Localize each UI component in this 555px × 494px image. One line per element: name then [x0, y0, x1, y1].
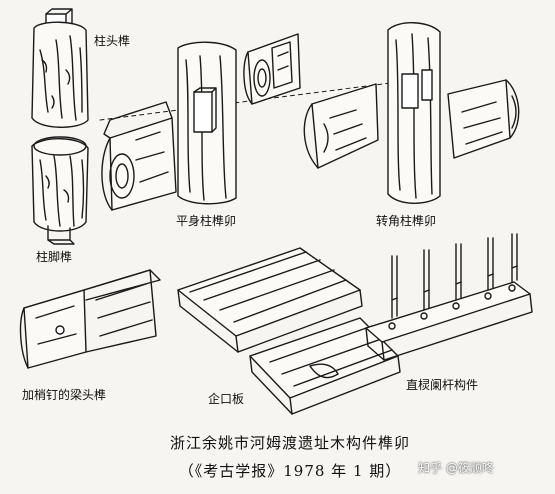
label-post-head-tenon: 柱头榫 [94, 34, 131, 48]
label-railing-component: 直棂阑杆构件 [406, 378, 479, 392]
tongue-groove-board-drawing [177, 247, 401, 415]
label-corner-post-mortise: 转角柱榫卯 [376, 214, 437, 228]
label-post-foot-tenon: 柱脚榫 [36, 250, 73, 264]
flat-post-mortise-drawing [101, 33, 301, 211]
corner-post-mortise-drawing [303, 22, 520, 204]
post-foot-tenon-drawing [31, 136, 89, 245]
caption-title: 浙江余姚市河姆渡遗址木构件榫卯 [169, 434, 410, 452]
pinned-beam-tenon-drawing [19, 269, 161, 369]
caption-source: （《考古学报》1978 年 1 期） [178, 462, 402, 480]
label-pinned-beam-tenon: 加梢钉的梁头榫 [22, 388, 107, 402]
label-tongue-groove-board: 企口板 [208, 392, 245, 406]
railing-component-drawing [365, 233, 533, 361]
post-head-tenon-drawing [31, 8, 89, 128]
label-flat-post-mortise: 平身柱榫卯 [176, 214, 237, 228]
watermark: 知乎 @筱顽咚 [418, 461, 494, 475]
